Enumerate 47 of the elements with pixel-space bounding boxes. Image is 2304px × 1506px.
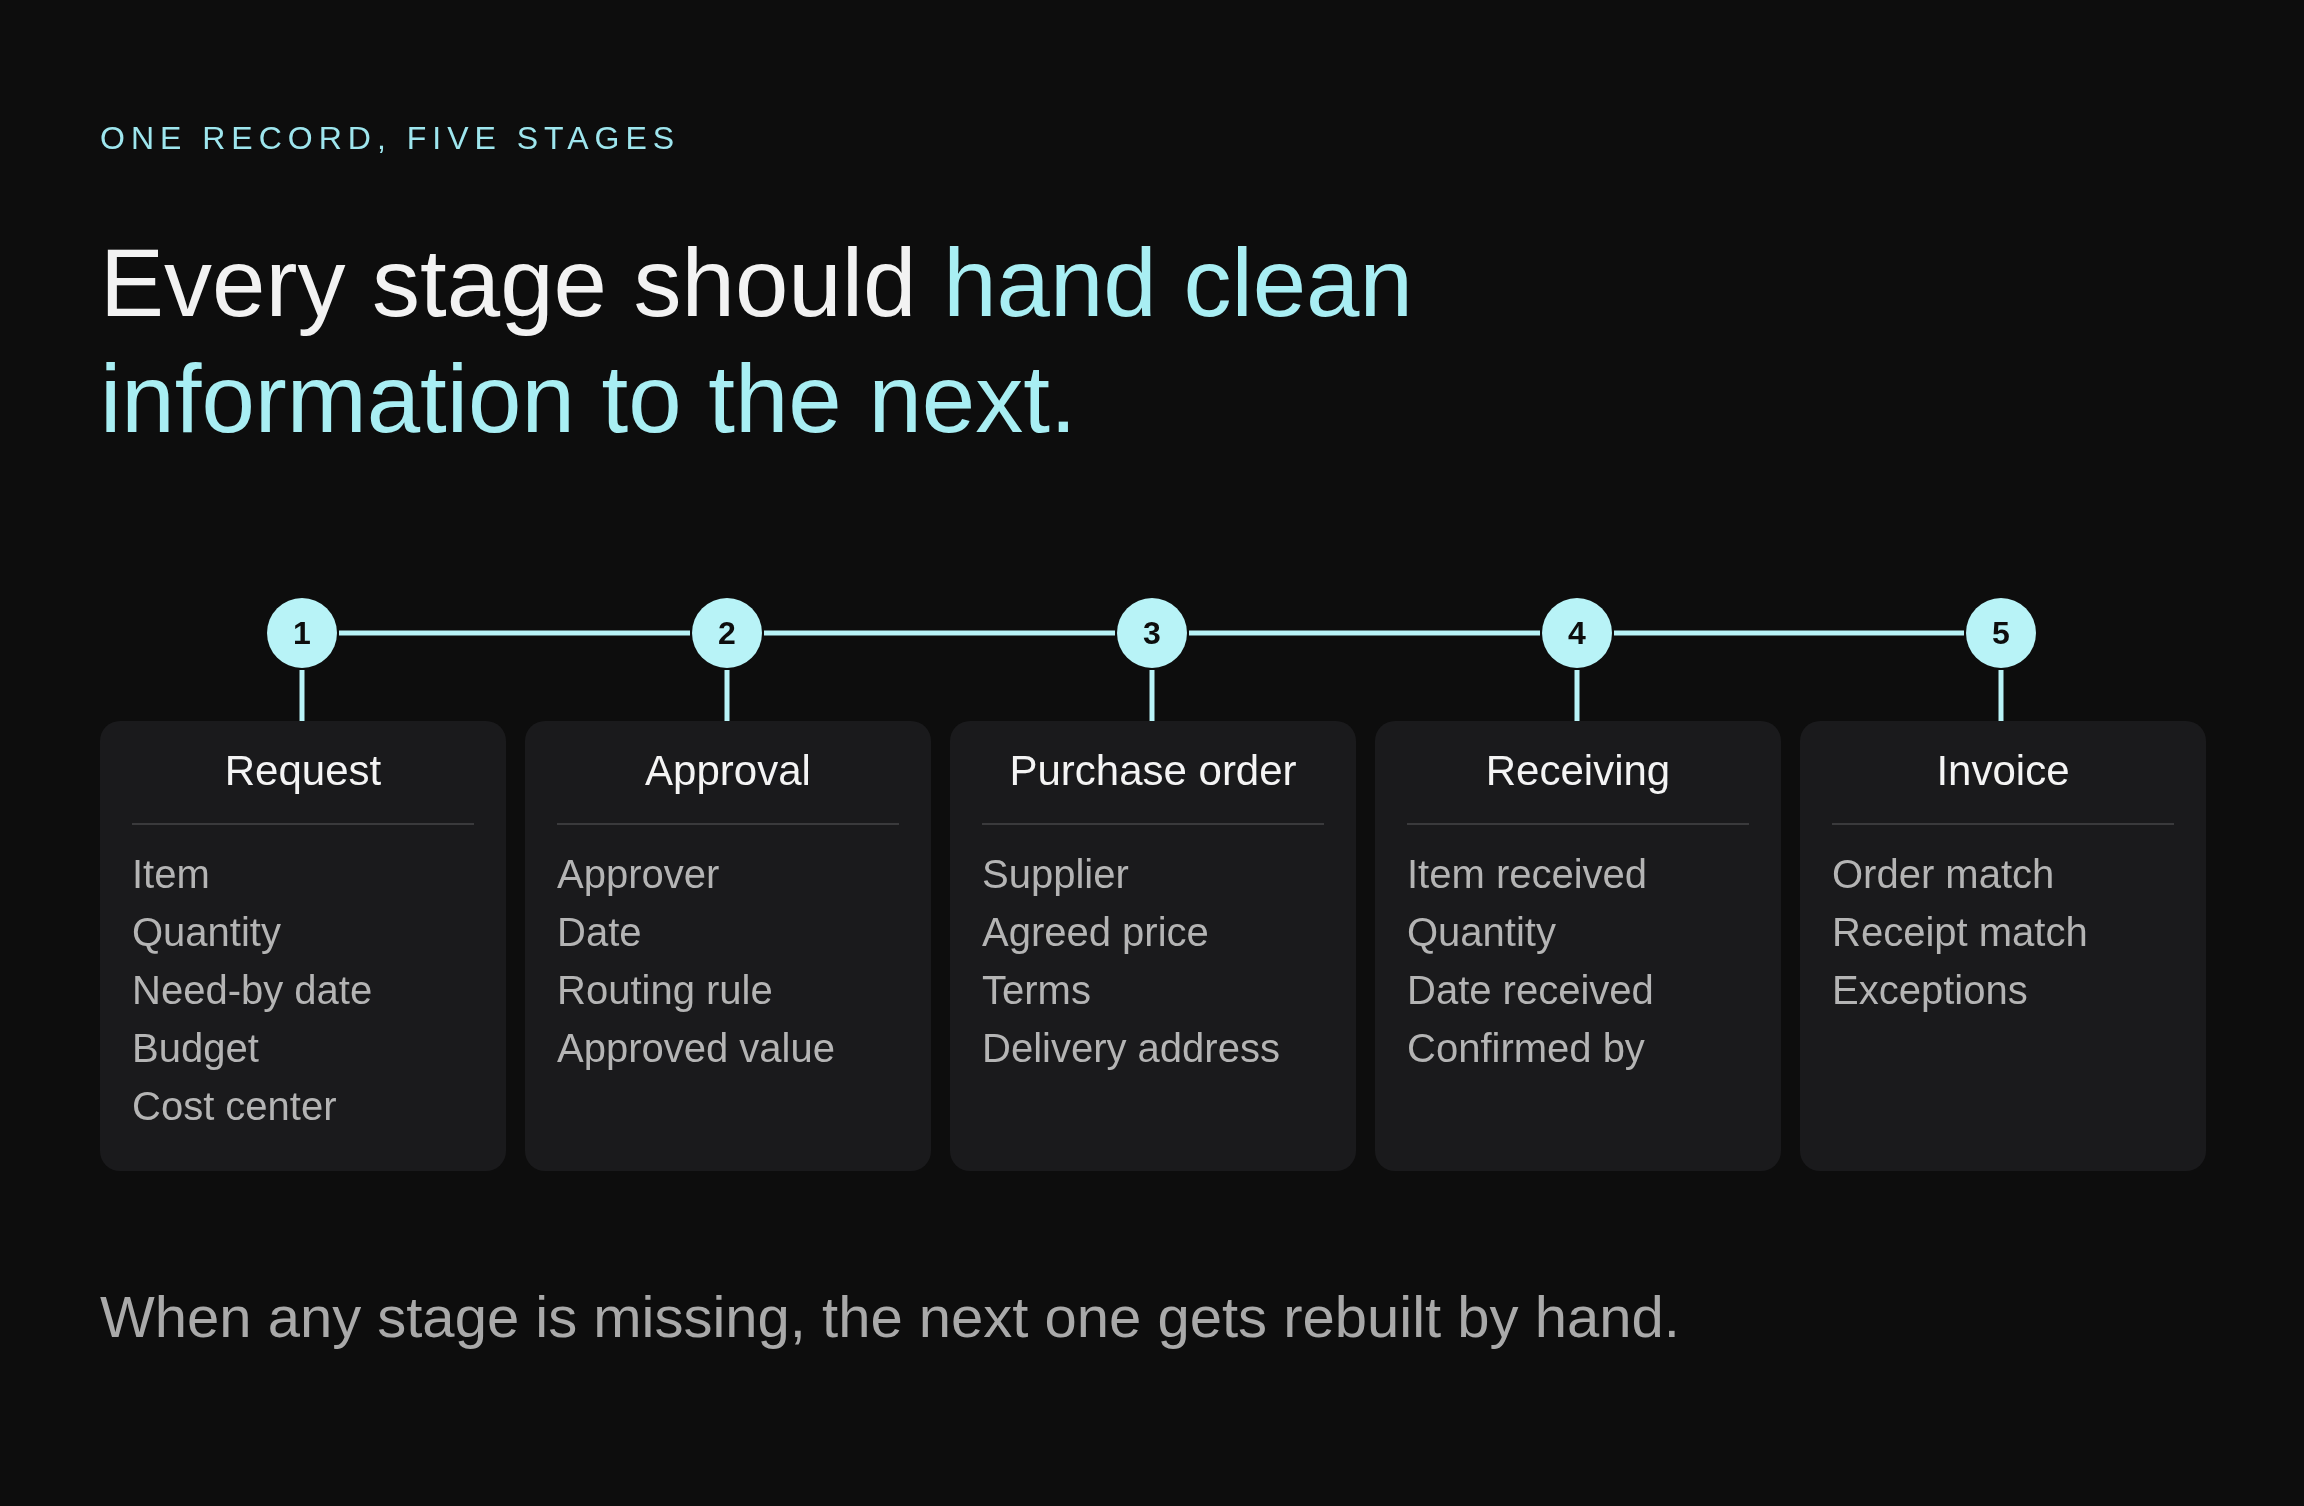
field-item: Supplier — [982, 851, 1130, 898]
stage-heading: Invoice — [1935, 747, 2071, 795]
field-item: Date received — [1407, 967, 1655, 1014]
field-item: Routing rule — [557, 967, 774, 1014]
connector-line — [299, 670, 305, 721]
stage-heading: Approval — [644, 747, 812, 795]
connector-line — [1149, 670, 1155, 721]
connector-line — [1189, 630, 1540, 636]
connector-line — [1574, 670, 1580, 721]
connector-line — [1998, 670, 2004, 721]
field-item: Approved value — [557, 1025, 836, 1072]
step-number-circle: 5 — [1966, 598, 2036, 668]
step-number-circle: 2 — [692, 598, 762, 668]
field-item: Date — [557, 909, 643, 956]
overline-text: ONE RECORD, FIVE STAGES — [100, 120, 681, 157]
field-item: Item — [132, 851, 211, 898]
stage-heading: Request — [223, 747, 383, 795]
field-item: Approver — [557, 851, 721, 898]
stage-heading: Receiving — [1484, 747, 1672, 795]
field-item: Cost center — [132, 1083, 338, 1130]
stage-card — [950, 721, 1356, 1171]
step-number-circle: 1 — [267, 598, 337, 668]
field-item: Receipt match — [1832, 909, 2089, 956]
field-item: Quantity — [1407, 909, 1557, 956]
field-item: Order match — [1832, 851, 2056, 898]
field-item: Exceptions — [1832, 967, 2029, 1014]
stage-card — [100, 721, 506, 1171]
connector-line — [339, 630, 690, 636]
stage-card — [1800, 721, 2206, 1171]
connector-line — [764, 630, 1115, 636]
connector-line — [724, 670, 730, 721]
field-item: Terms — [982, 967, 1092, 1014]
stage-card — [1375, 721, 1781, 1171]
stage-card — [525, 721, 931, 1171]
connector-line — [1614, 630, 1964, 636]
stage-heading: Purchase order — [1008, 747, 1298, 795]
field-item: Item received — [1407, 851, 1649, 898]
step-number-circle: 3 — [1117, 598, 1187, 668]
field-item: Delivery address — [982, 1025, 1281, 1072]
step-number-circle: 4 — [1542, 598, 1612, 668]
title-heading: Every stage should hand clean information to the next. — [100, 228, 1414, 454]
field-item: Confirmed by — [1407, 1025, 1646, 1072]
field-item: Need-by date — [132, 967, 374, 1014]
field-item: Budget — [132, 1025, 260, 1072]
field-item: Agreed price — [982, 909, 1210, 956]
footer-note: When any stage is missing, the next one gets rebuilt by hand. — [100, 1283, 1680, 1350]
field-item: Quantity — [132, 909, 282, 956]
